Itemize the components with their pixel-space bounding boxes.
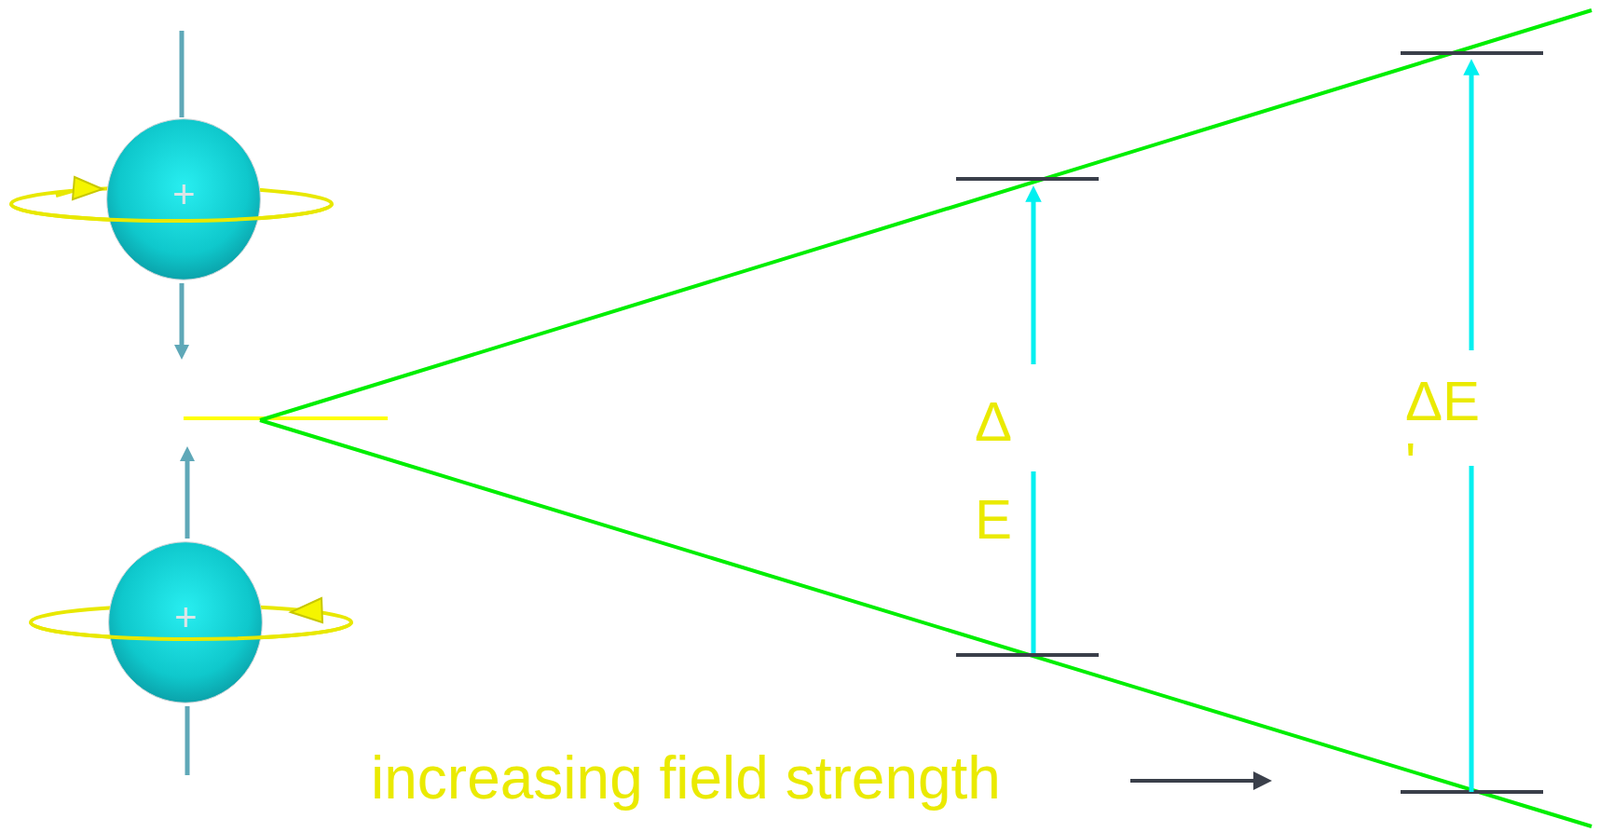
energy-level [1400, 51, 1544, 55]
upper-energy-line [259, 10, 1592, 421]
ring-arrow [72, 177, 103, 200]
energy-gap-label: Δ E [974, 372, 1027, 569]
transition-arrow [1469, 67, 1475, 351]
ring-arrow [290, 598, 323, 623]
spin-arrow [179, 283, 185, 353]
transition-arrow [1031, 193, 1037, 365]
field-arrow [1130, 779, 1263, 783]
energy-level [956, 177, 1099, 181]
axis-label: increasing field strength [370, 745, 1117, 811]
proton-sphere: + [107, 540, 264, 705]
proton-sphere: + [105, 117, 262, 282]
charge-sign: + [174, 598, 198, 638]
spin-ring-front [30, 622, 352, 640]
charge-sign: + [172, 175, 196, 215]
transition-arrow [1031, 471, 1037, 654]
zero-field-level [183, 416, 388, 421]
transition-arrow [1469, 465, 1475, 793]
spin-ring-front [11, 204, 332, 221]
spin-axis [185, 706, 191, 776]
spin-arrow [185, 453, 191, 539]
spin-axis [179, 30, 185, 118]
lower-energy-line [259, 420, 1592, 827]
energy-level [956, 653, 1099, 657]
energy-gap-label: ΔE ' [1405, 370, 1491, 494]
